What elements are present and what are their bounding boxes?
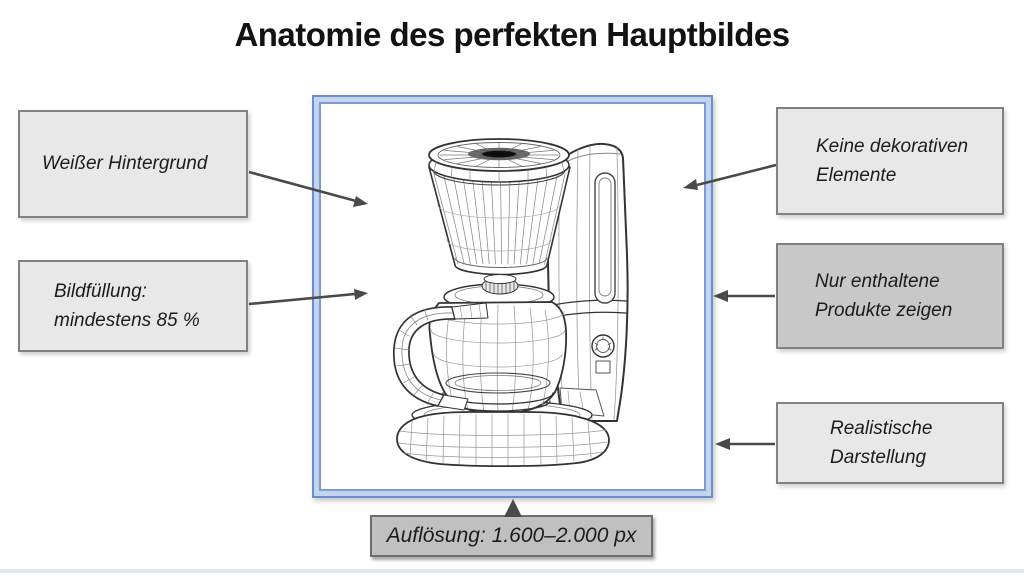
page-title: Anatomie des perfekten Hauptbildes (234, 16, 790, 53)
annotation-label-image-fill: Bildfüllung: mindestens 85 % (54, 280, 200, 331)
annotation-label-no-decorative-elements: Keine dekorativen Elemente (816, 135, 969, 186)
hero-image-frame-inner (319, 102, 706, 491)
annotation-box-resolution: Auflösung: 1.600–2.000 px (370, 515, 653, 557)
annotation-box-image-fill: Bildfüllung: mindestens 85 % (18, 260, 248, 352)
annotation-label-white-background: Weißer Hintergrund (42, 153, 208, 175)
arrow-only-included-products (713, 290, 775, 302)
bottom-edge-strip (0, 569, 1024, 573)
annotation-label-resolution: Auflösung: 1.600–2.000 px (386, 523, 637, 547)
hero-image-frame (312, 95, 713, 498)
annotation-label-realistic-depiction: Realistische Darstellung (830, 417, 933, 468)
annotation-box-only-included-products: Nur enthaltene Produkte zeigen (776, 243, 1004, 349)
annotation-box-no-decorative-elements: Keine dekorativen Elemente (776, 107, 1004, 215)
annotation-label-only-included-products: Nur enthaltene Produkte zeigen (815, 270, 953, 321)
arrow-realistic-depiction (715, 438, 775, 450)
annotation-box-realistic-depiction: Realistische Darstellung (776, 402, 1004, 484)
annotation-box-white-background: Weißer Hintergrund (18, 110, 248, 218)
